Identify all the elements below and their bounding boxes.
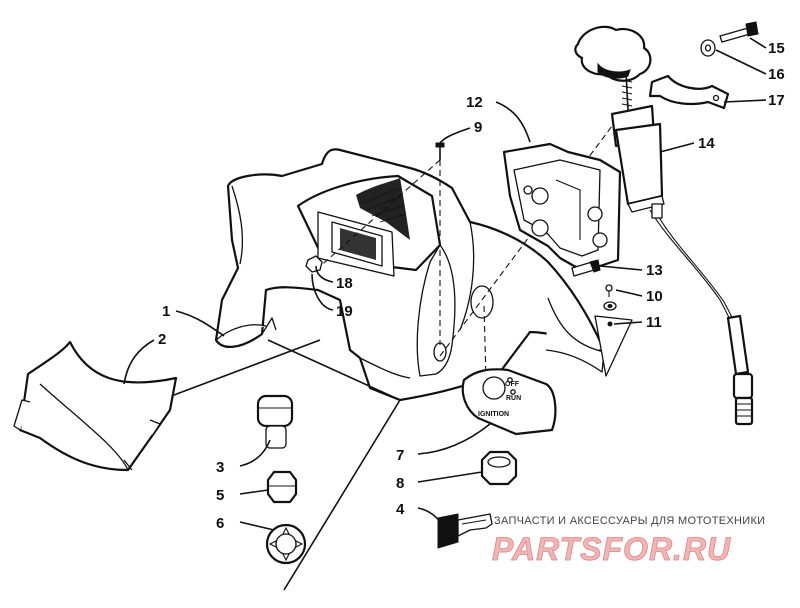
callout-4: 4	[396, 501, 405, 518]
callout-3: 3	[216, 459, 224, 476]
callout-1: 1	[162, 303, 170, 320]
screw-part-13	[571, 259, 601, 277]
cable-connector	[726, 314, 754, 426]
callout-11: 11	[646, 314, 662, 331]
clamp-part-17	[648, 74, 730, 110]
alignment-lines	[165, 109, 625, 591]
hood-panel	[214, 148, 633, 402]
callout-6: 6	[216, 515, 224, 532]
bracket-part-12	[502, 142, 622, 272]
switch-knob-part-3	[256, 394, 294, 449]
callout-8: 8	[396, 475, 404, 492]
off-label: OFF	[505, 381, 520, 388]
leader-lines	[123, 37, 767, 531]
callout-16: 16	[768, 66, 785, 83]
callout-2: 2	[158, 331, 166, 348]
callout-9: 9	[474, 119, 482, 136]
callout-18: 18	[336, 275, 353, 292]
screw-part-10	[605, 284, 613, 297]
screw-part-9	[435, 142, 445, 160]
ignition-key-part-4	[437, 513, 493, 549]
watermark-logo: PARTSFOR.RU	[492, 531, 731, 567]
adjuster-knob	[574, 25, 652, 111]
callout-10: 10	[646, 288, 663, 305]
nut-part-5	[266, 470, 298, 504]
callout-14: 14	[698, 135, 715, 152]
callout-7: 7	[396, 447, 404, 464]
callout-13: 13	[646, 262, 663, 279]
washer-part-11	[603, 301, 617, 327]
lock-washer-part-6	[265, 523, 307, 565]
callout-12: 12	[466, 94, 483, 111]
nut-part-19	[305, 255, 323, 273]
bolt-part-15	[719, 21, 759, 43]
callout-17: 17	[768, 92, 785, 109]
side-cover-part-2	[13, 340, 178, 472]
callout-19: 19	[336, 303, 353, 320]
callout-labels: 1 2 3 4 5 6 7 8 9 10 11 12 13 14 15 16 1…	[158, 40, 785, 532]
washer-part-16	[700, 39, 716, 57]
watermark: ЗАПЧАСТИ И АКСЕССУАРЫ ДЛЯ МОТОТЕХНИКИ PA…	[492, 515, 765, 567]
callout-15: 15	[768, 40, 785, 57]
callout-5: 5	[216, 487, 224, 504]
ignition-plate-part-7: OFF RUN IGNITION	[461, 368, 557, 436]
ignition-nut-part-8	[480, 450, 518, 486]
cylinder-part-14	[610, 104, 747, 363]
watermark-caption: ЗАПЧАСТИ И АКСЕССУАРЫ ДЛЯ МОТОТЕХНИКИ	[494, 515, 765, 527]
run-label: RUN	[506, 395, 521, 402]
ignition-label: IGNITION	[478, 411, 509, 418]
